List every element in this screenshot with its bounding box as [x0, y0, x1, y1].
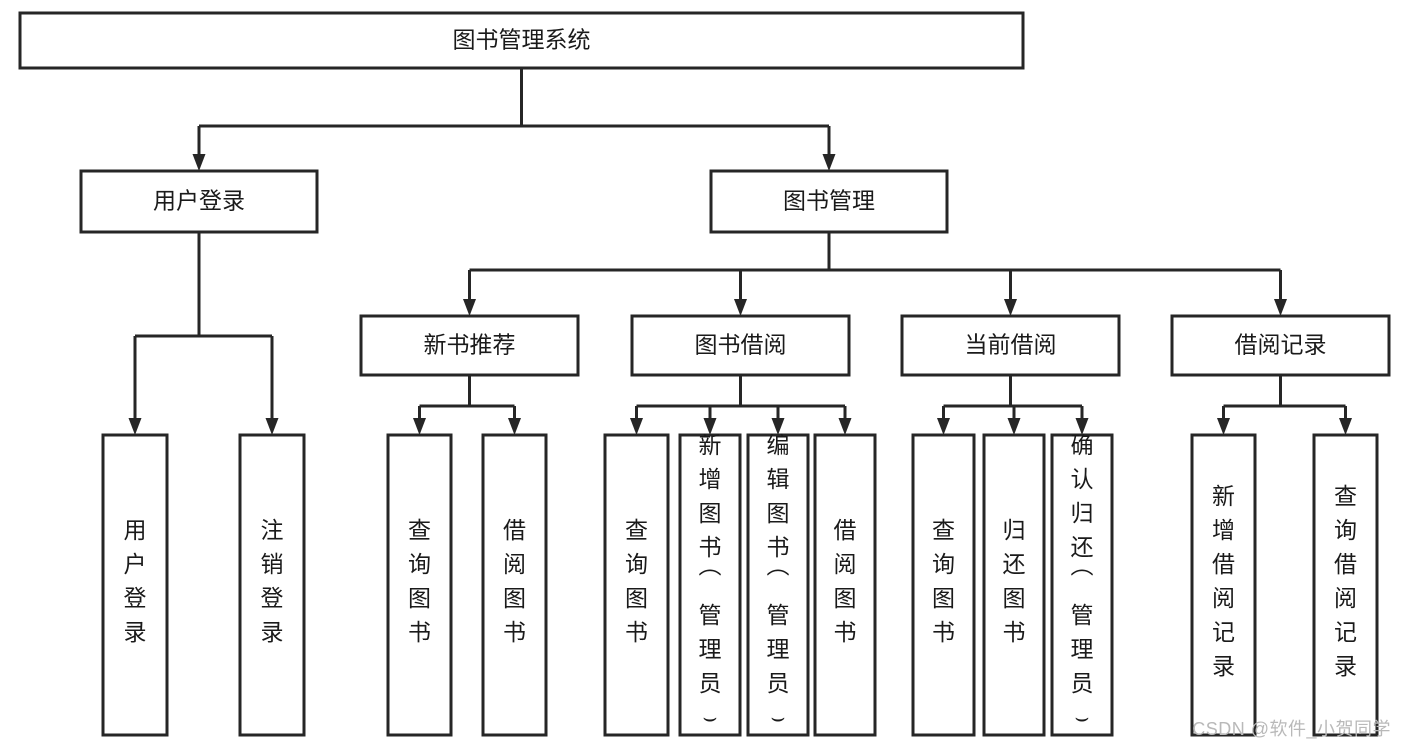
node-box	[911, 433, 976, 737]
node-box	[678, 433, 742, 737]
node-label: 图书管理	[783, 188, 875, 214]
node-leaf-query-book-3[interactable]: 查询图书	[911, 433, 976, 737]
arrow-head-icon	[703, 418, 717, 435]
arrow-head-icon	[265, 418, 279, 435]
node-book-borrow[interactable]: 图书借阅	[630, 314, 851, 377]
arrow-head-icon	[734, 299, 747, 316]
node-box	[813, 433, 877, 737]
arrow-head-icon	[630, 418, 643, 435]
arrow-head-icon	[771, 418, 785, 435]
node-box	[359, 314, 580, 377]
node-label: 查询借阅记录	[1334, 483, 1357, 679]
arrow-head-icon	[1004, 299, 1017, 316]
connector-layer	[128, 68, 1352, 435]
arrow-head-icon	[838, 418, 852, 435]
node-label: 新增图书⌒管理员⌣	[699, 432, 722, 730]
node-root[interactable]: 图书管理系统	[18, 11, 1025, 70]
node-leaf-query-record[interactable]: 查询借阅记录	[1312, 433, 1379, 737]
node-leaf-confirm-return[interactable]: 确认归还⌒管理员⌣	[1050, 432, 1114, 737]
node-box	[101, 433, 169, 737]
arrow-head-icon	[1075, 418, 1089, 435]
node-label: 用户登录	[124, 517, 147, 645]
node-label: 归还图书	[1003, 517, 1026, 645]
node-leaf-return-book[interactable]: 归还图书	[982, 433, 1046, 737]
arrow-head-icon	[463, 299, 476, 316]
node-label: 借阅图书	[834, 517, 857, 645]
arrow-head-icon	[128, 418, 142, 435]
node-label: 查询图书	[932, 517, 955, 645]
node-box	[900, 314, 1121, 377]
arrow-head-icon	[413, 418, 426, 435]
node-new-book-rec[interactable]: 新书推荐	[359, 314, 580, 377]
node-box	[386, 433, 453, 737]
node-book-manage[interactable]: 图书管理	[709, 169, 949, 234]
node-leaf-add-book[interactable]: 新增图书⌒管理员⌣	[678, 432, 742, 737]
node-leaf-query-book-2[interactable]: 查询图书	[603, 433, 670, 737]
arrow-head-icon	[1217, 418, 1230, 435]
node-label: 用户登录	[153, 188, 245, 214]
node-layer: 图书管理系统用户登录图书管理新书推荐图书借阅当前借阅借阅记录用户登录注销登录查询…	[18, 11, 1391, 737]
arrow-head-icon	[192, 154, 206, 171]
node-box	[1050, 433, 1114, 737]
node-box	[18, 11, 1025, 70]
arrow-head-icon	[508, 418, 521, 435]
node-label: 确认归还⌒管理员⌣	[1071, 432, 1094, 730]
node-label: 注销登录	[261, 517, 284, 645]
node-box	[982, 433, 1046, 737]
node-label: 新增借阅记录	[1212, 483, 1235, 679]
node-label: 查询图书	[625, 517, 648, 645]
node-user-login[interactable]: 用户登录	[79, 169, 319, 234]
node-label: 编辑图书⌒管理员⌣	[767, 432, 790, 730]
node-box	[630, 314, 851, 377]
node-label: 查询图书	[408, 517, 431, 645]
node-leaf-borrow-book-2[interactable]: 借阅图书	[813, 433, 877, 737]
node-label: 借阅图书	[503, 517, 526, 645]
node-box	[481, 433, 548, 737]
node-box	[1190, 433, 1257, 737]
node-label: 新书推荐	[424, 332, 516, 358]
node-box	[746, 433, 810, 737]
node-leaf-edit-book[interactable]: 编辑图书⌒管理员⌣	[746, 432, 810, 737]
arrow-head-icon	[1007, 418, 1021, 435]
node-leaf-user-logout[interactable]: 注销登录	[238, 433, 306, 737]
node-box	[1170, 314, 1391, 377]
node-leaf-add-record[interactable]: 新增借阅记录	[1190, 433, 1257, 737]
node-label: 当前借阅	[965, 332, 1057, 358]
node-box	[603, 433, 670, 737]
node-box	[1312, 433, 1379, 737]
node-label: 借阅记录	[1235, 332, 1327, 358]
arrow-head-icon	[822, 154, 836, 171]
node-box	[79, 169, 319, 234]
node-leaf-borrow-book-1[interactable]: 借阅图书	[481, 433, 548, 737]
node-box	[238, 433, 306, 737]
node-leaf-query-book-1[interactable]: 查询图书	[386, 433, 453, 737]
arrow-head-icon	[937, 418, 950, 435]
node-borrow-record[interactable]: 借阅记录	[1170, 314, 1391, 377]
node-box	[709, 169, 949, 234]
arrow-head-icon	[1274, 299, 1287, 316]
node-label: 图书借阅	[695, 332, 787, 358]
node-label: 图书管理系统	[453, 27, 591, 53]
node-leaf-user-login[interactable]: 用户登录	[101, 433, 169, 737]
node-current-borrow[interactable]: 当前借阅	[900, 314, 1121, 377]
arrow-head-icon	[1339, 418, 1352, 435]
